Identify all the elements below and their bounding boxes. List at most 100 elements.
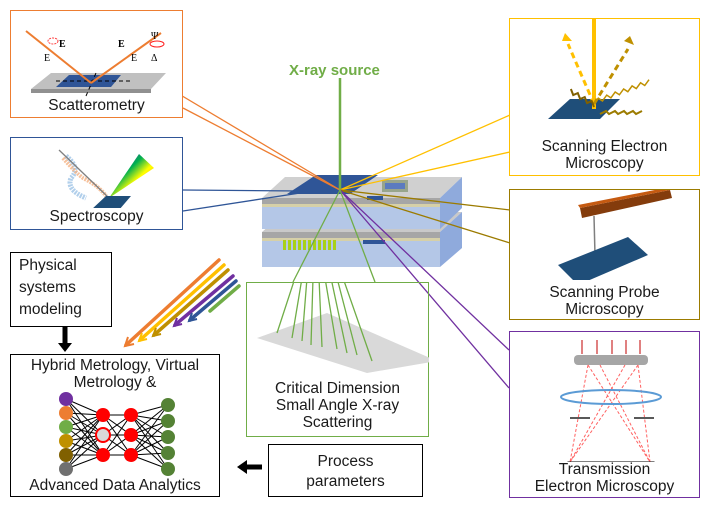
spectroscopy-box: Spectroscopy (10, 137, 183, 230)
spm-illustration (558, 190, 672, 280)
nn-hidden-node (124, 448, 138, 462)
nn-input-node (59, 434, 73, 448)
physical-modeling-line2: systems (19, 279, 76, 296)
ep-incident-glyph: E (59, 39, 66, 50)
process-line2: parameters (306, 473, 385, 490)
hybrid-line2: Metrology & (73, 374, 157, 391)
spm-label-line1: Scanning Probe (549, 284, 660, 301)
cdsaxs-illustration (257, 283, 429, 373)
cdsaxs-label-line2: Small Angle X-ray (275, 397, 400, 414)
cdsaxs-label-line1: Critical Dimension (275, 380, 400, 397)
lower-layer-base (262, 241, 440, 267)
xray-source-label: X-ray source (289, 62, 380, 79)
tem-line-top (339, 189, 510, 351)
nn-hidden-node (95, 427, 111, 443)
es-incident-glyph: E (44, 53, 50, 64)
spectroscopy-illustration (58, 149, 154, 208)
hybrid-line3: Advanced Data Analytics (29, 477, 201, 494)
specimen (574, 355, 648, 365)
spectroscopy-line-bottom (182, 192, 301, 212)
arrow-modeling-head (58, 343, 72, 352)
spectroscopy-label: Spectroscopy (49, 208, 144, 225)
nn-edge (130, 404, 169, 456)
tem-label-line1: Transmission (558, 461, 651, 478)
process-line1: Process (317, 453, 374, 470)
wafer-stack (262, 175, 462, 267)
tem-line-bottom (339, 189, 510, 389)
sem-label-line1: Scanning Electron (541, 138, 668, 155)
nn-edge (130, 420, 169, 456)
lens (560, 389, 662, 405)
arrow-spectroscopy (188, 279, 238, 322)
nn-edge (65, 434, 104, 470)
nn-output-node (161, 462, 175, 476)
nn-edge (65, 398, 104, 456)
nn-edge (65, 398, 104, 436)
detector-plane (257, 313, 429, 373)
arrow-tem (173, 274, 235, 327)
nn-input-node (59, 448, 73, 462)
lower-grating (283, 240, 336, 250)
physical-modeling-box: Physical systems modeling (10, 252, 112, 327)
process-parameters-box: Process parameters (268, 444, 423, 497)
cdsaxs-box: Critical Dimension Small Angle X-ray Sca… (246, 282, 429, 437)
nn-hidden-node (96, 448, 110, 462)
arrow-spm (152, 268, 230, 337)
tem-box: Transmission Electron Microscopy (509, 331, 700, 498)
scatterometry-line-bottom (182, 107, 341, 191)
cdsaxs-line-left (292, 189, 341, 283)
nn-output-node (161, 430, 175, 444)
nn-edge (130, 414, 169, 438)
es-reflected-glyph: E (131, 53, 137, 64)
nn-edge (65, 414, 104, 442)
nn-input-node (59, 406, 73, 420)
lower-layer-band (262, 232, 440, 238)
nn-hidden-node (124, 408, 138, 422)
cdsaxs-label-line3: Scattering (302, 414, 373, 431)
scattered-rays (276, 283, 373, 362)
nn-edge (130, 414, 169, 454)
top-grating (287, 175, 378, 194)
nn-input-node (59, 392, 73, 406)
sem-illustration (548, 19, 650, 119)
nn-output-node (161, 446, 175, 460)
nn-edge (65, 412, 104, 456)
nn-input-node (59, 420, 73, 434)
arrow-cdsaxs (208, 284, 241, 313)
scatterometry-box: E E E E Ψ Δ Scatterometry (10, 10, 183, 118)
neural-network (59, 392, 175, 476)
hybrid-line1: Hybrid Metrology, Virtual (30, 357, 200, 374)
data-arrows (124, 258, 241, 347)
nn-edge (65, 414, 104, 456)
incident-beam-arrows (581, 340, 641, 354)
spm-box: Scanning Probe Microscopy (509, 189, 700, 320)
nn-edge (130, 434, 169, 470)
spm-label-line2: Microscopy (565, 301, 644, 318)
nn-hidden-node (96, 408, 110, 422)
arrow-sem (138, 263, 226, 342)
nn-edge (130, 404, 169, 436)
tem-illustration (560, 340, 662, 462)
tem-label-line2: Electron Microscopy (534, 478, 675, 495)
scatterometry-label: Scatterometry (48, 97, 145, 114)
cdsaxs-line-right (339, 189, 376, 283)
sem-line-top (339, 114, 511, 191)
nn-input-node (59, 462, 73, 476)
scatterometry-illustration: E E E E Ψ Δ (25, 30, 166, 97)
nn-edge (65, 414, 104, 470)
delta-glyph: Δ (151, 53, 158, 64)
sem-box: Scanning Electron Microscopy (509, 18, 700, 176)
nn-edge (130, 414, 169, 470)
ep-reflected-glyph: E (118, 39, 125, 50)
spm-line-top (339, 189, 511, 211)
sem-line-bottom (339, 151, 511, 191)
physical-modeling-line3: modeling (19, 301, 82, 318)
arrow-scatterometry (124, 258, 221, 347)
physical-modeling-line1: Physical (19, 257, 77, 274)
hybrid-metrology-box: Hybrid Metrology, Virtual Metrology & Ad… (10, 354, 220, 497)
spectroscopy-line-top (182, 189, 301, 192)
arrow-process-head (237, 460, 247, 474)
psi-glyph: Ψ (151, 31, 159, 42)
nn-edge (65, 426, 104, 456)
